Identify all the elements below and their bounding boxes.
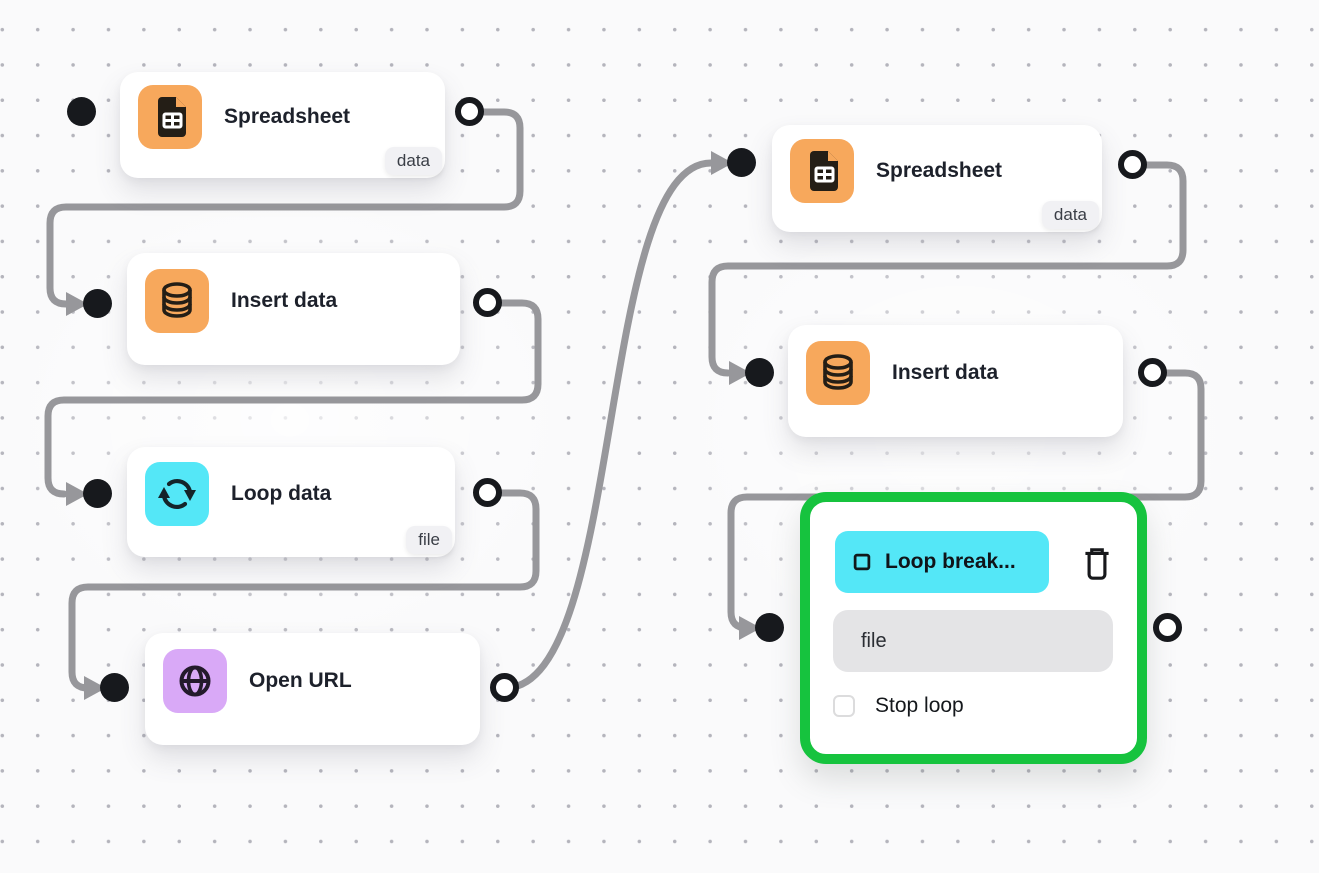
output-port-loop-data[interactable] [473,478,502,507]
input-port-loop-break[interactable] [755,613,784,642]
output-port-insert-data-1[interactable] [473,288,502,317]
edge-spreadsheet1-to-insert1[interactable] [46,108,524,308]
output-port-spreadsheet-1[interactable] [455,97,484,126]
edge-insert1-to-loopdata[interactable] [44,299,542,498]
edge-loopdata-to-openurl[interactable] [68,489,540,692]
database-icon [145,269,209,333]
node-title: Open URL [249,669,352,692]
trash-icon [1085,548,1109,580]
edge-arrow [66,482,88,506]
output-port-insert-data-2[interactable] [1138,358,1167,387]
node-insert-data-1[interactable]: Insert data [127,253,460,365]
stop-loop-row: Stop loop [833,694,964,718]
node-title: Spreadsheet [876,158,1003,182]
node-title: Insert data [892,361,999,384]
output-port-spreadsheet-2[interactable] [1118,150,1147,179]
edge-arrow [66,292,88,316]
node-open-url[interactable]: Open URL [145,633,480,745]
input-port-insert-data-1[interactable] [83,289,112,318]
globe-icon [163,649,227,713]
edge-arrow [739,616,761,640]
input-port-loop-data[interactable] [83,479,112,508]
node-spreadsheet-2[interactable]: Spreadsheet data [772,125,1102,232]
file-parameter-field[interactable]: file [833,610,1113,672]
database-icon [806,341,870,405]
edge-openurl-to-spreadsheet2[interactable] [501,159,715,692]
edge-spreadsheet2-to-insert2[interactable] [708,161,1187,377]
input-port-spreadsheet-2[interactable] [727,148,756,177]
stop-loop-checkbox[interactable] [833,695,855,717]
node-insert-data-2[interactable]: Insert data [788,325,1123,437]
input-port-insert-data-2[interactable] [745,358,774,387]
spreadsheet-icon [790,138,854,203]
node-tag: file [406,526,452,554]
stop-loop-label: Stop loop [875,694,964,717]
spreadsheet-icon [138,85,202,149]
node-title: Spreadsheet [224,105,351,128]
loop-icon [145,462,209,526]
loop-break-header[interactable]: Loop break... [835,531,1049,593]
edge-arrow [711,151,733,175]
loop-break-title: Loop break... [885,550,1016,573]
node-title: Loop data [231,482,332,505]
node-loop-data[interactable]: Loop data file [127,447,455,557]
edge-arrow [729,361,751,385]
node-tag: data [1041,201,1099,229]
node-loop-break-selected[interactable]: Loop break... file Stop loop [800,492,1147,764]
edge-insert2-to-loopbreak[interactable] [727,369,1205,632]
node-tag: data [384,147,442,175]
stop-square-icon [853,553,871,571]
input-port-open-url[interactable] [100,673,129,702]
edge-arrow [84,676,106,700]
node-title: Insert data [231,289,338,312]
input-port-spreadsheet-1[interactable] [67,97,96,126]
output-port-loop-break[interactable] [1153,613,1182,642]
output-port-open-url[interactable] [490,673,519,702]
delete-node-button[interactable] [1078,544,1116,584]
node-spreadsheet-1[interactable]: Spreadsheet data [120,72,445,178]
